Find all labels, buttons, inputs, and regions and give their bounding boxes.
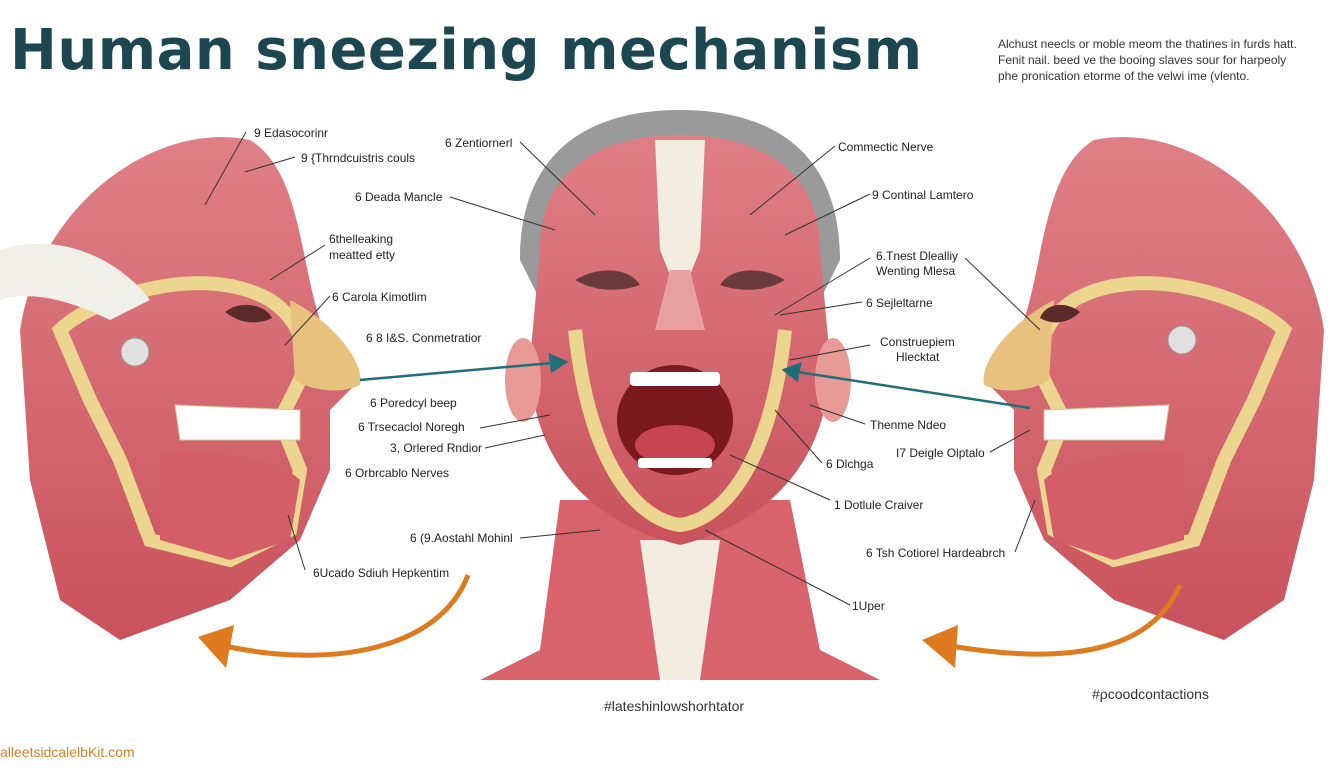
leader-line — [809, 404, 866, 425]
center-nose — [655, 270, 705, 330]
orange-arrow-right-head — [922, 625, 958, 668]
leader-line — [779, 301, 863, 316]
right-jaw-muscle — [1044, 450, 1184, 560]
leader-line — [449, 196, 556, 231]
label-edasocorinr: 9 Edasocorinr — [254, 126, 329, 140]
right-skull-bone — [1033, 276, 1293, 568]
right-nose — [983, 300, 1054, 391]
center-right-ear — [815, 338, 851, 422]
label-construepiem-a: Construepiem — [880, 335, 955, 349]
left-head-profile — [0, 136, 361, 640]
center-left-ear — [505, 338, 541, 422]
label-carola-kimotlim: 6 Carola Kimotlim — [332, 290, 427, 304]
left-teeth-upper — [174, 404, 301, 441]
label-tnest-dlealliy-a: 6.Tnest Dlealliy — [876, 249, 959, 263]
right-ear-node — [1167, 325, 1197, 355]
label-continal-lamtero: 9 Continal Lamtero — [872, 188, 974, 202]
leader-line — [244, 156, 296, 173]
left-ear-node — [120, 337, 150, 367]
center-tongue — [635, 425, 715, 465]
leader-line — [729, 454, 831, 501]
leader-lines — [204, 131, 1041, 606]
left-eye — [225, 304, 272, 323]
label-thenme-ndeo: Thenme Ndeo — [870, 418, 947, 432]
label-orbrcablo-nerves: 6 Orbrcablo Nerves — [345, 466, 450, 480]
left-white-fibers — [0, 243, 150, 320]
leader-line — [479, 414, 551, 429]
center-right-eye — [720, 270, 785, 290]
label-orlered-rndior: 3, Orlered Rndior — [390, 441, 483, 455]
center-upper-teeth — [630, 372, 720, 386]
left-jaw-muscle — [160, 450, 300, 560]
right-eye — [1040, 304, 1080, 323]
leader-line — [1014, 499, 1036, 553]
hashtag-center: #lateshinlowshorhtator — [604, 698, 745, 714]
intro-line: phe pronication etorme of the velwi ime … — [998, 69, 1250, 83]
leader-line — [284, 295, 331, 346]
leader-line — [287, 514, 306, 571]
label-conmetratior: 6 8 I&S. Conmetratior — [366, 331, 482, 345]
label-deada-mancle: 6 Deada Mancle — [355, 190, 443, 204]
teal-arrow-right-line — [797, 370, 1031, 410]
leader-line — [704, 529, 851, 606]
left-nose — [290, 300, 361, 391]
label-leaking-a: 6thelleaking — [329, 232, 394, 246]
label-cotiorel-hardeabrch: 6 Tsh Cotiorel Hardeabrch — [866, 546, 1006, 560]
leader-line — [964, 257, 1041, 331]
label-trsecaclol-noregh: 6 Trsecaclol Noregh — [358, 420, 465, 434]
leader-line — [484, 434, 546, 449]
leader-line — [784, 193, 871, 236]
right-head-profile — [983, 136, 1324, 640]
leader-line — [519, 141, 596, 216]
label-poredcyl-beep: 6 Poredcyl beep — [370, 396, 457, 410]
center-left-eye — [575, 270, 640, 290]
center-neck-tendon — [640, 540, 720, 680]
leader-line — [749, 145, 836, 216]
label-zentiornerl: 6 Zentiornerl — [445, 136, 513, 150]
leader-line — [269, 244, 326, 281]
label-dlchga: 6 Dlchga — [826, 457, 874, 471]
teal-arrow-right-head — [781, 362, 802, 383]
label-uper: 1Uper — [852, 599, 885, 613]
label-aostahl-mohinl: 6 (9.Aostahl Mohinl — [410, 531, 513, 545]
source-url: alleetsidcalelbKit.com — [0, 744, 135, 760]
orange-arrow-left-head — [198, 625, 234, 668]
label-commectic-nerve: Commectic Nerve — [838, 140, 934, 154]
right-head-muscle — [984, 136, 1324, 640]
label-leaking-b: meatted etty — [329, 248, 396, 262]
teal-arrow-left-head — [548, 352, 569, 374]
leader-line — [989, 429, 1031, 453]
orange-arrow-right-curve — [944, 584, 1183, 657]
left-head-muscle — [20, 136, 360, 640]
label-ucado-sdiuh: 6Ucado Sdiuh Hepkentim — [313, 566, 450, 580]
center-lower-teeth — [638, 458, 712, 468]
label-sejleltarne: 6 Sejleltarne — [866, 296, 933, 310]
label-construepiem-b: Hlecktat — [896, 350, 940, 364]
intro-line: Alchust neecls or moble meom the thatine… — [998, 37, 1297, 51]
intro-line: Fenit nail. beed ve the booing slaves so… — [998, 53, 1287, 67]
leader-line — [519, 529, 601, 539]
teal-arrows — [359, 352, 1031, 410]
teal-arrow-left-line — [359, 361, 553, 382]
center-jaw-band — [568, 329, 792, 533]
center-forehead-tendon — [655, 140, 705, 300]
hashtag-right: #ρcoodcontactions — [1092, 686, 1209, 702]
orange-arrow-left-curve — [219, 574, 471, 658]
leader-line — [204, 131, 247, 206]
leader-line — [774, 409, 823, 464]
page-title: Human sneezing mechanism — [10, 18, 923, 83]
intro-text: Alchust neecls or moble meom the thatine… — [998, 36, 1318, 84]
leader-line — [789, 344, 871, 361]
label-deigle-olptalo: I7 Deigle Olptalo — [896, 446, 985, 460]
leader-line — [774, 257, 871, 316]
label-tnest-dlealliy-b: Wenting Mlesa — [876, 264, 956, 278]
label-dotlule-craiver: 1 Dotlule Craiver — [834, 498, 924, 512]
right-teeth-upper — [1043, 404, 1170, 441]
orange-arrows — [219, 574, 1183, 658]
label-thrndcuistris-couls: 9 {Thrndcuistris couls — [301, 151, 416, 165]
center-face — [480, 110, 880, 680]
